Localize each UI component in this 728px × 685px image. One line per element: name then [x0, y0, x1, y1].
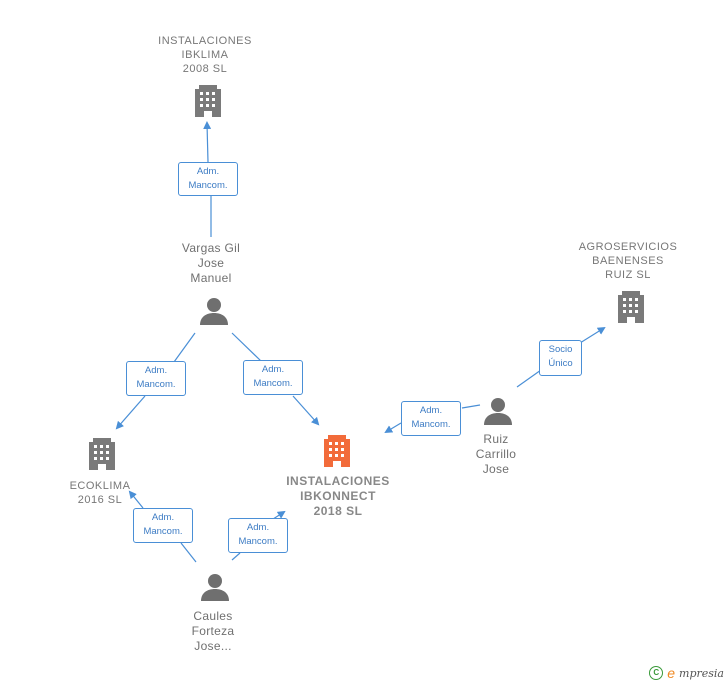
edge-ruiz-agro: [516, 369, 542, 388]
edge-caules-ibkonnect: [231, 552, 241, 561]
edge-vargas-ecoklima-arrow: [115, 395, 146, 430]
relation-label-ruiz-agro: Socio Único: [539, 340, 582, 376]
person-icon[interactable]: [483, 396, 513, 426]
building-icon[interactable]: [322, 434, 352, 469]
building-icon[interactable]: [193, 84, 223, 119]
company-label-ibklima[interactable]: INSTALACIONES IBKLIMA 2008 SL: [158, 35, 252, 75]
copyright-icon: C: [649, 666, 664, 680]
relation-label-vargas-ibkonnect: Adm. Mancom.: [243, 360, 303, 395]
edge-vargas-ibkonnect-arrow: [292, 395, 320, 426]
edge-vargas-ibkonnect: [231, 332, 263, 363]
company-label-agroservicios[interactable]: AGROSERVICIOS BAENENSES RUIZ SL: [578, 241, 678, 281]
edge-vargas-ibklima-arrow: [203, 121, 212, 163]
building-icon[interactable]: [87, 437, 117, 472]
edge-caules-ecoklima: [180, 542, 197, 563]
edge-vargas-ecoklima: [173, 332, 196, 363]
company-label-ibkonnect[interactable]: INSTALACIONES IBKONNECT 2018 SL: [286, 474, 390, 518]
relation-label-caules-ibkonnect: Adm. Mancom.: [228, 518, 288, 553]
edge-ruiz-agro-arrow: [579, 326, 606, 344]
edge-ruiz-ibkonnect: [461, 404, 481, 409]
edge-caules-ecoklima-arrow: [128, 490, 144, 509]
relation-label-vargas-ibklima: Adm. Mancom.: [178, 162, 238, 196]
brand-logo-initial: e: [667, 665, 676, 681]
building-icon[interactable]: [616, 290, 646, 325]
person-label-caules[interactable]: Caules Forteza Jose...: [191, 609, 235, 653]
edge-ruiz-ibkonnect-arrow: [384, 422, 402, 434]
person-label-ruiz[interactable]: Ruiz Carrillo Jose: [475, 432, 517, 476]
person-label-vargas[interactable]: Vargas Gil Jose Manuel: [181, 241, 241, 285]
brand-logo-text: mpresia: [679, 666, 724, 680]
company-label-ecoklima[interactable]: ECOKLIMA 2016 SL: [69, 480, 131, 506]
relation-label-vargas-ecoklima: Adm. Mancom.: [126, 361, 186, 396]
person-icon[interactable]: [199, 296, 229, 326]
relation-label-ruiz-ibkonnect: Adm. Mancom.: [401, 401, 461, 436]
person-icon[interactable]: [200, 572, 230, 602]
relation-label-caules-ecoklima: Adm. Mancom.: [133, 508, 193, 543]
